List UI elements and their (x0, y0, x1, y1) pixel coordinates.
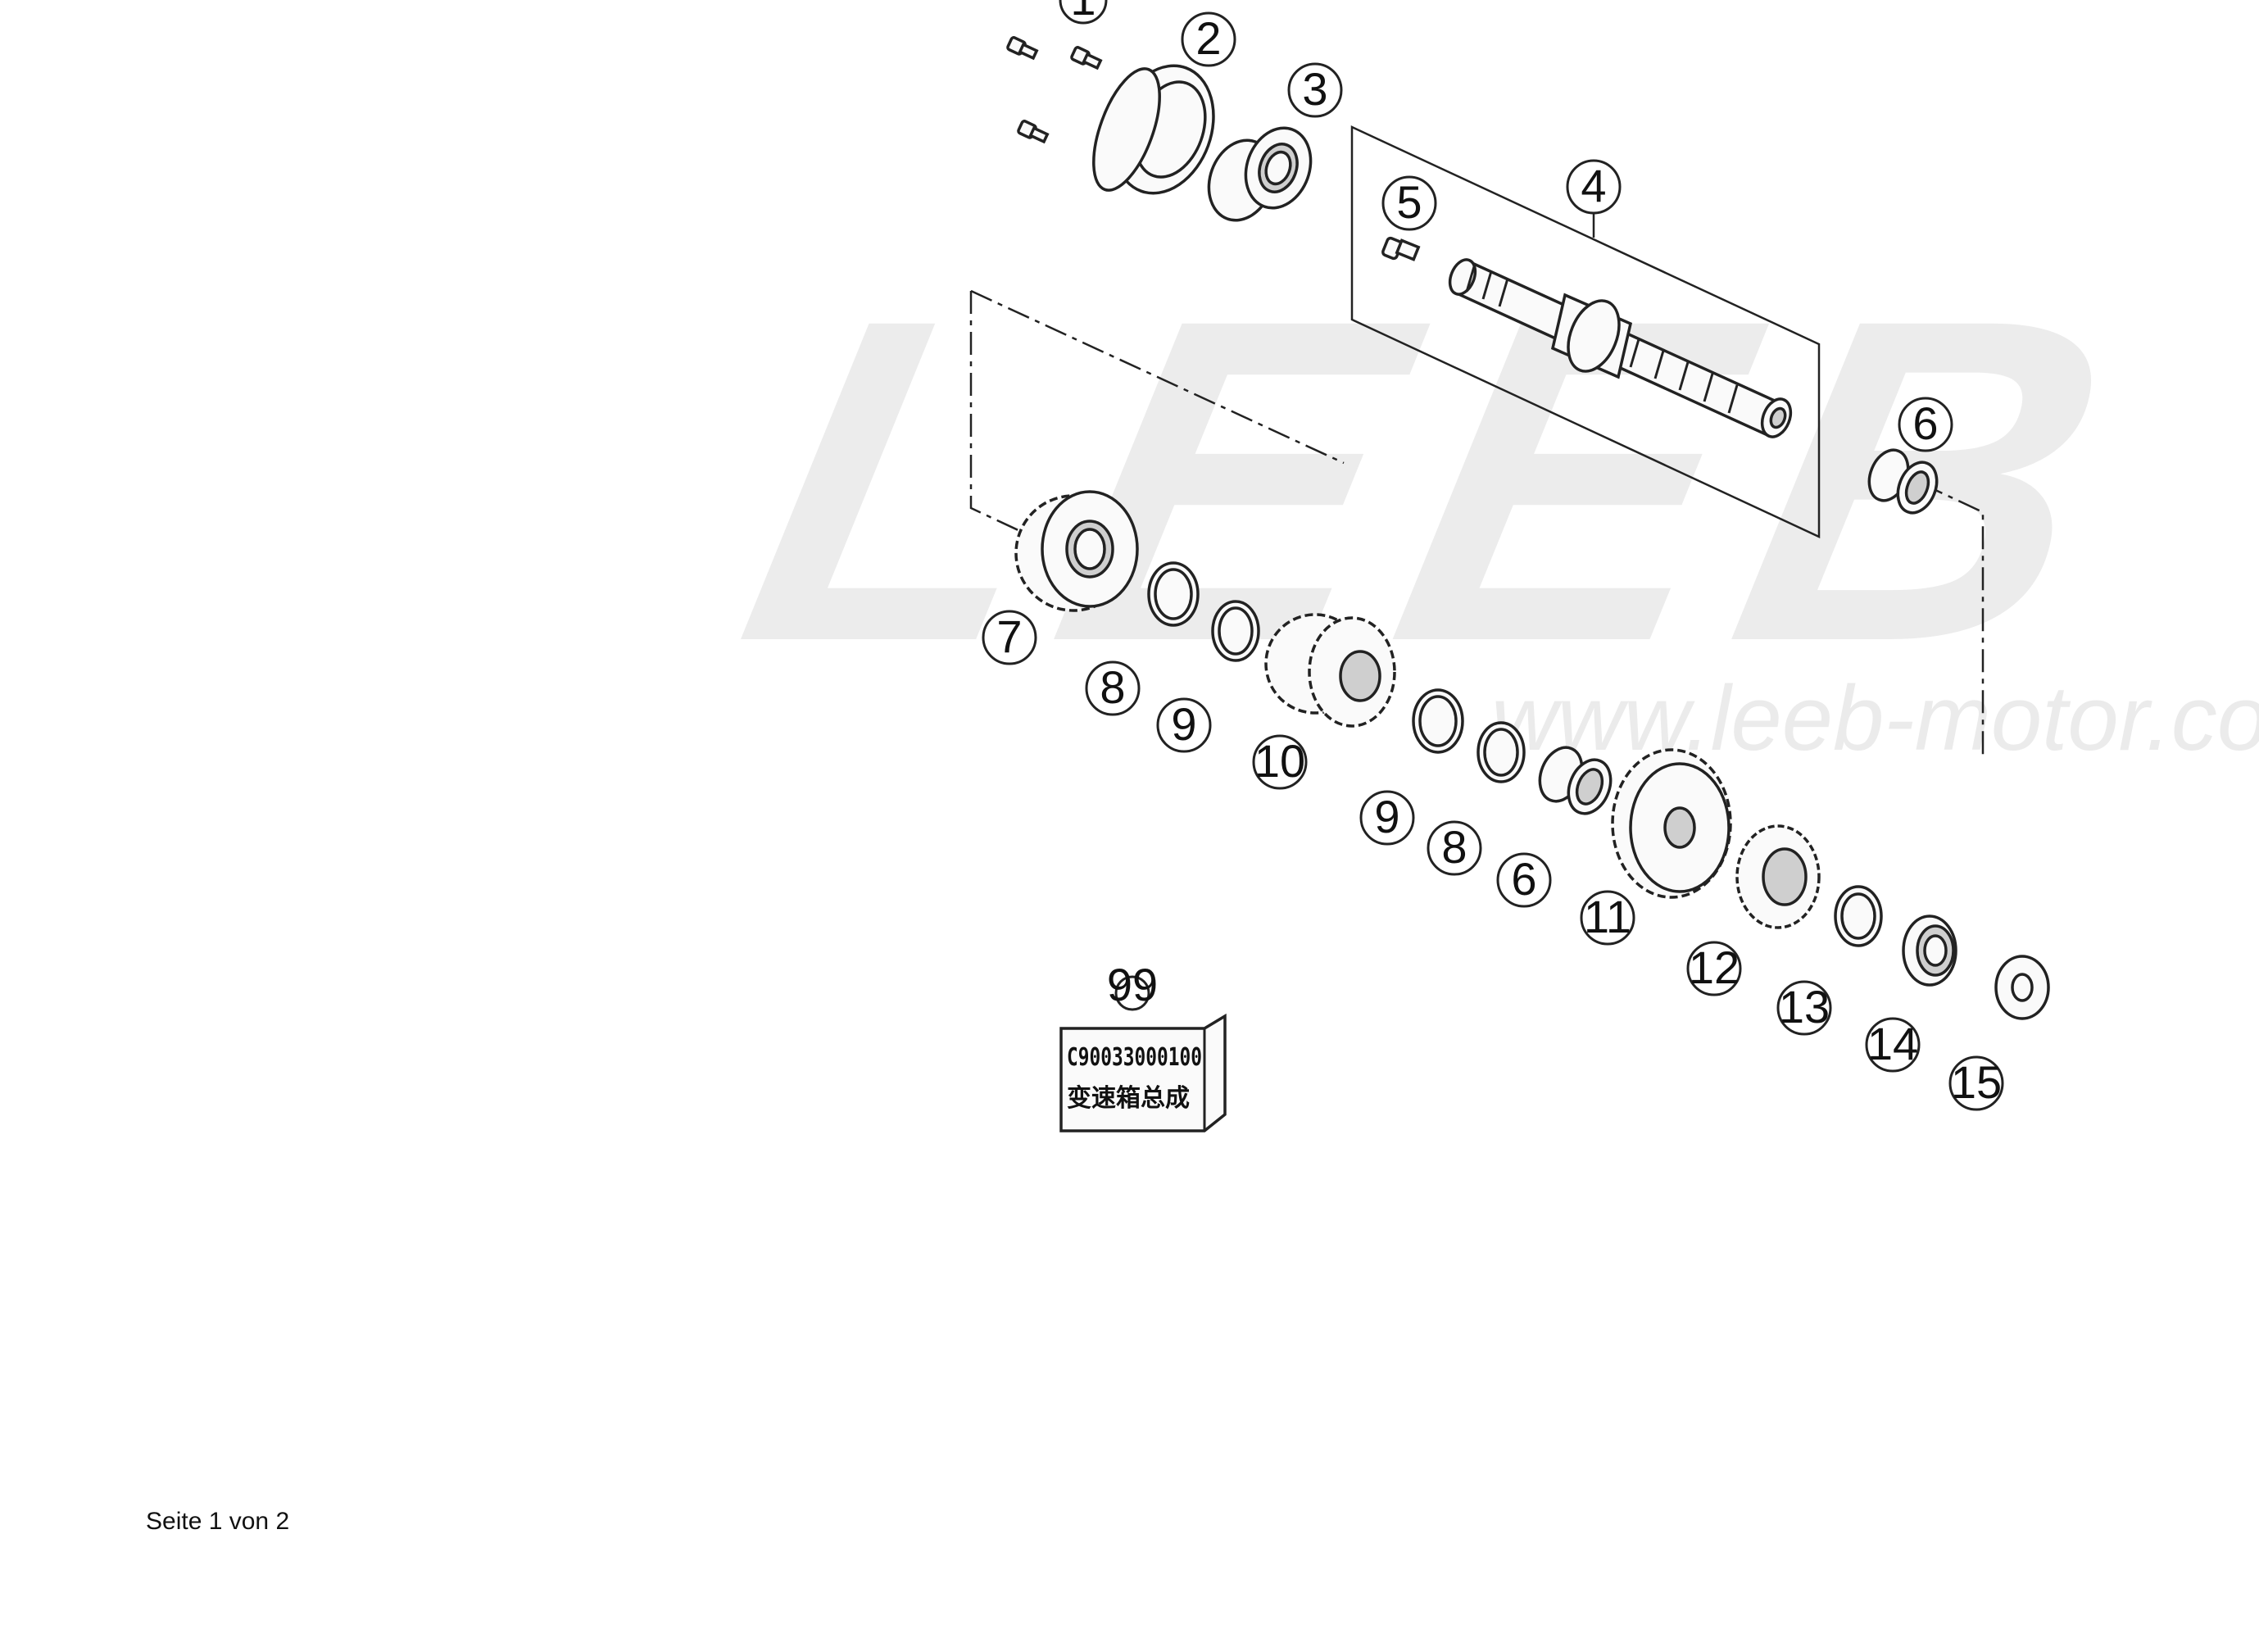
bearing-retainer-part (1092, 64, 1215, 195)
assembly-label-box: C90033000100 变速箱总成 (1059, 1013, 1227, 1132)
gear-group-frame-top (970, 289, 1345, 465)
callout-number: 14 (1867, 1018, 1918, 1069)
gear-part-10 (1264, 613, 1396, 728)
washer-part-9-top (1211, 600, 1260, 662)
callout-circle (1496, 852, 1552, 908)
callout-c11: 11 (1580, 890, 1635, 946)
callout-c12: 12 (1686, 941, 1742, 996)
callout-circle (1776, 980, 1832, 1036)
callout-number: 6 (1511, 853, 1536, 905)
callout-circle (1114, 975, 1150, 1011)
callout-number: 8 (1100, 661, 1125, 713)
callout-number: 99 (1107, 959, 1158, 1010)
callout-c14: 14 (1865, 1017, 1921, 1073)
bearing-part-14 (1902, 914, 1957, 987)
callout-number: 9 (1374, 791, 1399, 842)
needle-bearing-part-6-bottom (1538, 746, 1613, 815)
callout-circle (1381, 175, 1437, 231)
page-footer: Seite 1 von 2 (146, 1508, 290, 1535)
shaft-group-frame (1350, 125, 1821, 538)
callout-circle (1686, 941, 1742, 996)
callout-circle (982, 610, 1037, 665)
callout-circle (1085, 660, 1141, 716)
callout-number: 2 (1195, 12, 1221, 64)
callout-c1: 1 (1059, 0, 1108, 25)
circlip-part-9-bottom (1412, 688, 1464, 754)
callout-c6a: 6 (1898, 397, 1953, 452)
callout-c8b: 8 (1427, 820, 1482, 876)
callout-c6b: 6 (1496, 852, 1552, 908)
watermark-brand: LEEB (712, 225, 2176, 738)
washer-part-15 (1994, 955, 2050, 1020)
callout-number: 3 (1302, 63, 1327, 115)
callout-number: 1 (1070, 0, 1095, 25)
callout-circle (1580, 890, 1635, 946)
gear-part-12 (1735, 824, 1821, 929)
washer-part-8-bottom (1477, 721, 1526, 783)
callout-number: 13 (1779, 981, 1830, 1032)
callout-circle (1287, 62, 1343, 118)
callout-number: 9 (1171, 698, 1196, 750)
gear-part-7 (1014, 490, 1139, 612)
callout-labels: 12345678910986111213141599 (982, 0, 2004, 1111)
callout-number: 11 (1584, 891, 1631, 942)
callout-circle (1898, 397, 1953, 452)
callout-c4: 4 (1566, 159, 1622, 215)
callout-c9a: 9 (1156, 697, 1212, 753)
needle-bearing-part-6-top (1867, 448, 1939, 515)
callout-c8a: 8 (1085, 660, 1141, 716)
callout-circle (1359, 790, 1415, 846)
main-shaft-part (1448, 258, 1793, 438)
callout-c5: 5 (1381, 175, 1437, 231)
fitting-part-5 (1381, 236, 1421, 261)
gear-group-frame-left (969, 291, 1035, 539)
callout-circle (1865, 1017, 1921, 1073)
bearing-part-3 (1207, 126, 1313, 222)
gear-part-11 (1611, 748, 1732, 899)
callout-number: 5 (1396, 176, 1422, 228)
gear-group-frame-right (1921, 482, 1985, 758)
callout-circle (1566, 159, 1622, 215)
assembly-part-number: C90033000100 (1067, 1043, 1202, 1072)
callout-circle (1427, 820, 1482, 876)
callout-c3: 3 (1287, 62, 1343, 118)
callout-number: 4 (1581, 160, 1606, 211)
callout-c7: 7 (982, 610, 1037, 665)
callout-number: 10 (1254, 735, 1305, 787)
callout-c2: 2 (1181, 11, 1236, 67)
bolt-parts (1006, 36, 1103, 144)
callout-circle (1156, 697, 1212, 753)
callout-c10: 10 (1252, 734, 1308, 790)
callout-c99: 99 (1107, 959, 1158, 1011)
callout-number: 15 (1951, 1056, 2002, 1108)
assembly-name: 变速箱总成 (1067, 1084, 1190, 1113)
circlip-part-8-top (1147, 561, 1200, 627)
callout-number: 6 (1912, 397, 1938, 449)
callout-number: 12 (1689, 942, 1740, 993)
callout-circle (1948, 1055, 2004, 1111)
watermark-url: www.leeb-motor.com (1491, 667, 2259, 769)
callout-c15: 15 (1948, 1055, 2004, 1111)
washer-part-13 (1834, 885, 1883, 947)
callout-number: 7 (996, 610, 1022, 662)
callout-c9b: 9 (1359, 790, 1415, 846)
callout-number: 8 (1441, 821, 1467, 873)
callout-circle (1059, 0, 1108, 25)
callout-c13: 13 (1776, 980, 1832, 1036)
callout-circle (1252, 734, 1308, 790)
callout-circle (1181, 11, 1236, 67)
